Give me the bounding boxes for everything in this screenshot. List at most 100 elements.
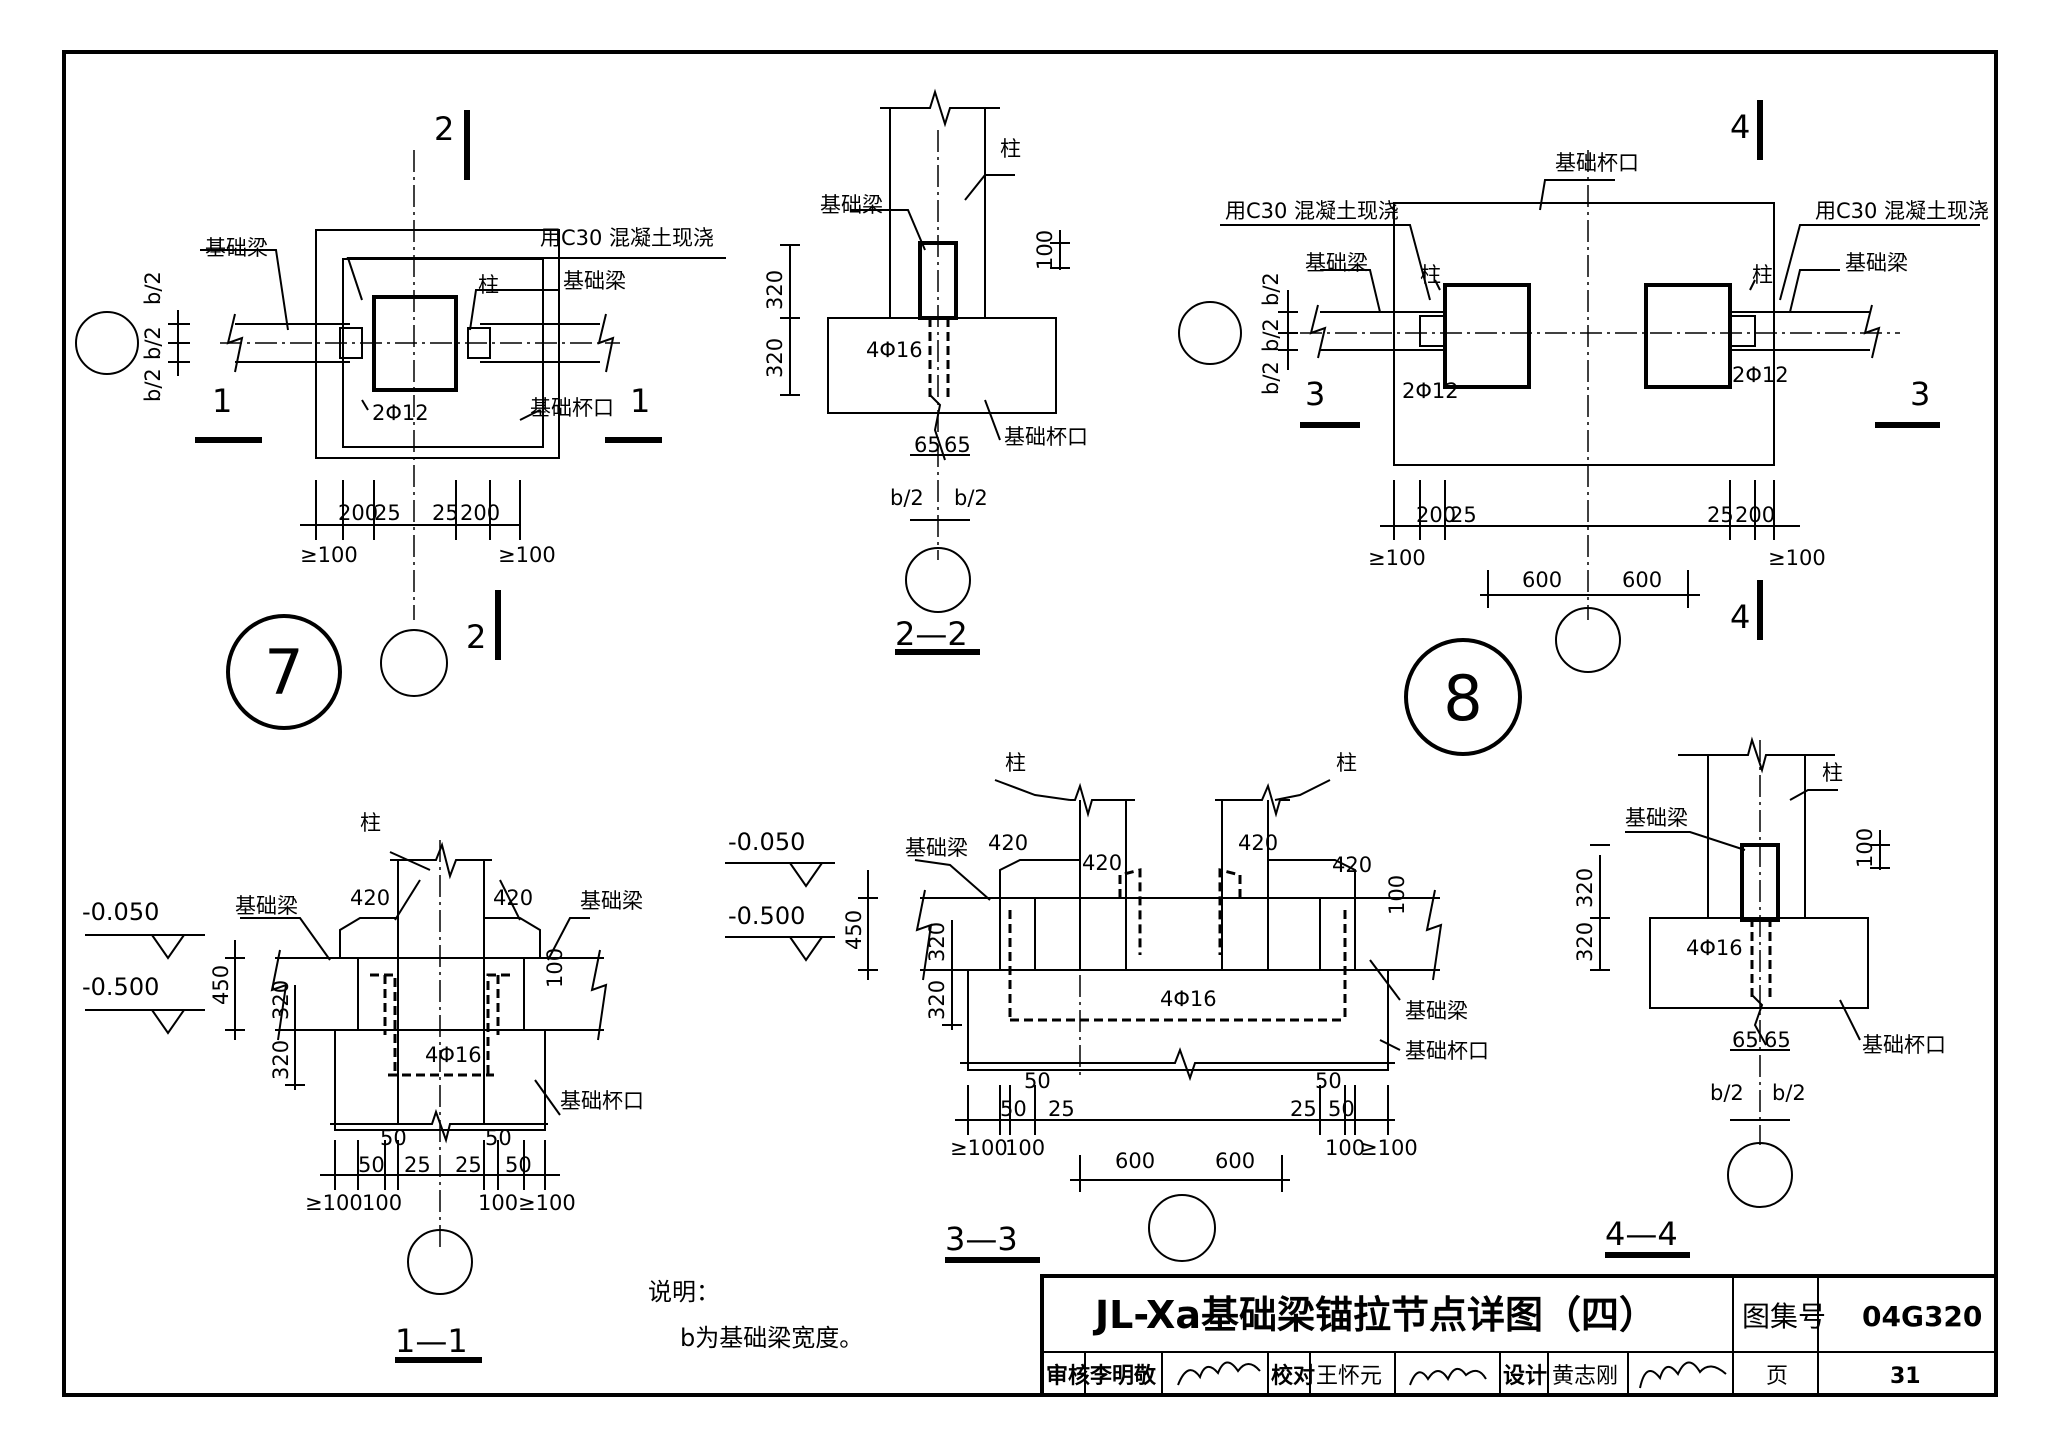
label-foundation-beam: 基础梁 [1845,251,1908,275]
axis-bubble [407,1229,473,1295]
detail-7-circle [226,614,342,730]
label-rebar: 4Φ16 [1686,936,1743,960]
title-block [1040,1274,1998,1397]
cup [334,1029,546,1131]
check-label: 校对 [1271,1363,1315,1389]
cup [827,317,1057,414]
label-rebar: 2Φ12 [372,401,429,425]
dim-b2: b/2 [890,486,924,510]
section-2-2-title: 2—2 [895,615,968,653]
label-rebar: 4Φ16 [1160,987,1217,1011]
design-label: 设计 [1503,1364,1547,1389]
dim-600: 600 [1622,568,1662,592]
section-3-3-title: 3—3 [945,1220,1018,1258]
dim-420: 420 [493,886,533,910]
section-1-1-title: 1—1 [395,1322,468,1360]
dim-50: 50 [1000,1097,1027,1121]
dim-50: 50 [505,1153,532,1177]
cup [1649,917,1869,1009]
reviewer-name: 李明敬 [1089,1363,1157,1389]
sheet-border [62,50,1998,1397]
dim-600: 600 [1215,1149,1255,1173]
label-column: 柱 [1420,263,1441,287]
dim-50: 50 [358,1153,385,1177]
dim-ge100: ≥100 [950,1136,1008,1160]
dim-65: 65 [1732,1028,1759,1052]
axis-bubble [380,629,448,697]
dim-200: 200 [1735,503,1775,527]
checker-name: 王怀元 [1316,1364,1382,1389]
dim-420: 420 [988,831,1028,855]
dim-ge100: ≥100 [305,1191,363,1215]
signature-scribble [1177,1361,1261,1386]
label-foundation-beam: 基础梁 [1305,251,1368,275]
dim-b2: b/2 [141,368,165,402]
dim-200: 200 [338,501,378,525]
label-foundation-cup: 基础杯口 [1555,151,1639,175]
cup [967,969,1389,1071]
label-column: 柱 [1336,751,1357,775]
label-rebar: 4Φ16 [425,1043,482,1067]
dim-b2: b/2 [954,486,988,510]
dim-50: 50 [1328,1097,1355,1121]
dim-ge100: ≥100 [518,1191,576,1215]
dim-50: 50 [1315,1069,1342,1093]
axis-bubble [1555,607,1621,673]
section-3-3 [725,779,1443,1263]
dim-320: 320 [1573,922,1597,962]
dim-100: 100 [1853,828,1877,868]
cut-mark-1: 1 [630,382,650,420]
label-column: 柱 [360,811,381,835]
label-column: 柱 [1752,263,1773,287]
dim-25: 25 [1450,503,1477,527]
atlas-label: 图集号 [1742,1300,1826,1333]
dim-320: 320 [763,338,787,378]
page-label: 页 [1766,1364,1788,1389]
label-foundation-beam: 基础梁 [1625,806,1688,830]
dim-420: 420 [1332,853,1372,877]
cup-outline [315,229,560,459]
dim-100: 100 [1005,1136,1045,1160]
dim-ge100: ≥100 [1360,1136,1418,1160]
dim-25: 25 [1707,503,1734,527]
dim-ge100: ≥100 [498,543,556,567]
detail-8-number: 8 [1443,662,1482,735]
dim-100: 100 [362,1191,402,1215]
detail-7-number: 7 [264,636,303,709]
label-column: 柱 [1000,137,1021,161]
dim-65: 65 [944,433,971,457]
notes-heading: 说明： [648,1278,720,1306]
elevation-label: -0.050 [728,828,805,856]
label-foundation-cup: 基础杯口 [530,396,614,420]
section-2-2 [780,88,1070,655]
detail-7-plan [75,110,726,730]
section-4-4-title: 4—4 [1605,1215,1678,1253]
dim-25: 25 [1048,1097,1075,1121]
label-foundation-beam: 基础梁 [1405,999,1468,1023]
dim-450: 450 [209,965,233,1005]
label-cast-c30: 用C30 混凝土现浇 [540,226,714,250]
cup-outline [1393,202,1775,466]
dim-320: 320 [269,980,293,1020]
dim-200: 200 [460,501,500,525]
dim-420: 420 [350,886,390,910]
beam-section [1740,843,1780,922]
dim-100: 100 [1385,875,1409,915]
elevation-label: -0.050 [82,898,159,926]
elevation-label: -0.500 [728,902,805,930]
label-rebar: 4Φ16 [866,338,923,362]
label-foundation-beam: 基础梁 [580,889,643,913]
dim-65: 65 [1764,1028,1791,1052]
cut-mark-4: 4 [1730,598,1750,636]
elevation-label: -0.500 [82,973,159,1001]
dim-65: 65 [914,433,941,457]
axis-bubble [1178,301,1242,365]
cut-mark-4: 4 [1730,108,1750,146]
dim-420: 420 [1238,831,1278,855]
signature-scribble [1409,1368,1487,1386]
dim-25: 25 [455,1153,482,1177]
dim-b2: b/2 [141,271,165,305]
cut-mark-3: 3 [1910,375,1930,413]
dim-320: 320 [925,922,949,962]
